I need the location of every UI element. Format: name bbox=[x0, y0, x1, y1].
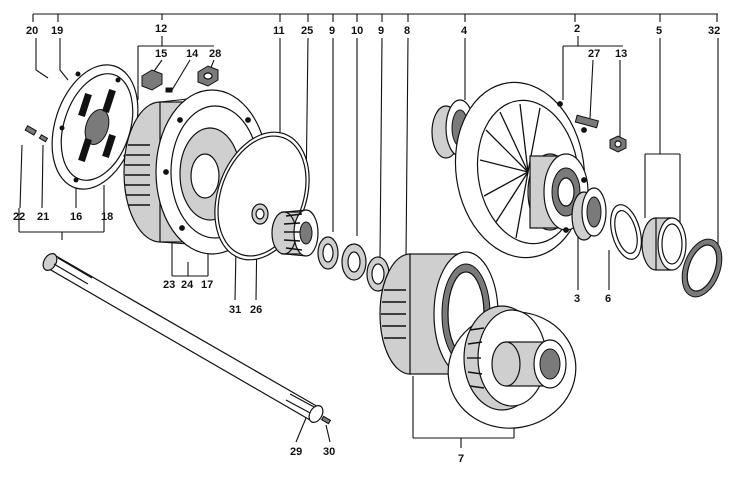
label-10: 10 bbox=[351, 25, 363, 37]
needle-bearings bbox=[317, 236, 390, 292]
label-4: 4 bbox=[461, 25, 468, 37]
pin bbox=[251, 203, 269, 225]
label-30: 30 bbox=[323, 446, 335, 458]
label-25: 25 bbox=[301, 25, 313, 37]
label-19: 19 bbox=[51, 25, 63, 37]
label-16: 16 bbox=[70, 211, 82, 223]
label-9-right: 9 bbox=[378, 25, 384, 37]
label-29: 29 bbox=[290, 446, 302, 458]
label-2: 2 bbox=[574, 23, 580, 35]
carrier-bolts bbox=[141, 65, 219, 93]
label-17: 17 bbox=[201, 279, 213, 291]
label-21: 21 bbox=[37, 211, 49, 223]
label-12: 12 bbox=[155, 23, 167, 35]
label-14: 14 bbox=[186, 48, 199, 60]
part-number-labels: 20 19 12 15 14 28 11 25 9 10 9 8 4 2 27 … bbox=[13, 23, 720, 465]
label-7: 7 bbox=[458, 453, 464, 465]
label-28: 28 bbox=[209, 48, 221, 60]
wheel-hub bbox=[454, 81, 589, 259]
label-9-left: 9 bbox=[329, 25, 335, 37]
label-31: 31 bbox=[229, 304, 241, 316]
label-27: 27 bbox=[588, 48, 600, 60]
planet-gear bbox=[271, 209, 319, 257]
header-bracket bbox=[32, 13, 718, 22]
label-11: 11 bbox=[273, 25, 285, 37]
wheel-stud-and-nut bbox=[574, 114, 627, 153]
label-18: 18 bbox=[101, 211, 113, 223]
label-15: 15 bbox=[155, 48, 167, 60]
label-23: 23 bbox=[163, 279, 175, 291]
oil-seal bbox=[681, 238, 723, 298]
hub-assembly bbox=[447, 305, 577, 429]
label-8: 8 bbox=[404, 25, 410, 37]
inner-bearing bbox=[571, 187, 607, 241]
label-32: 32 bbox=[708, 25, 720, 37]
axle-shaft bbox=[42, 253, 332, 425]
label-24: 24 bbox=[181, 279, 194, 291]
label-26: 26 bbox=[250, 304, 262, 316]
label-5: 5 bbox=[656, 25, 662, 37]
label-3: 3 bbox=[574, 293, 580, 305]
bearing-cup bbox=[641, 217, 687, 271]
label-6: 6 bbox=[605, 293, 611, 305]
mounting-screws bbox=[24, 125, 49, 143]
snap-ring bbox=[610, 204, 642, 260]
label-20: 20 bbox=[26, 25, 38, 37]
label-13: 13 bbox=[615, 48, 627, 60]
